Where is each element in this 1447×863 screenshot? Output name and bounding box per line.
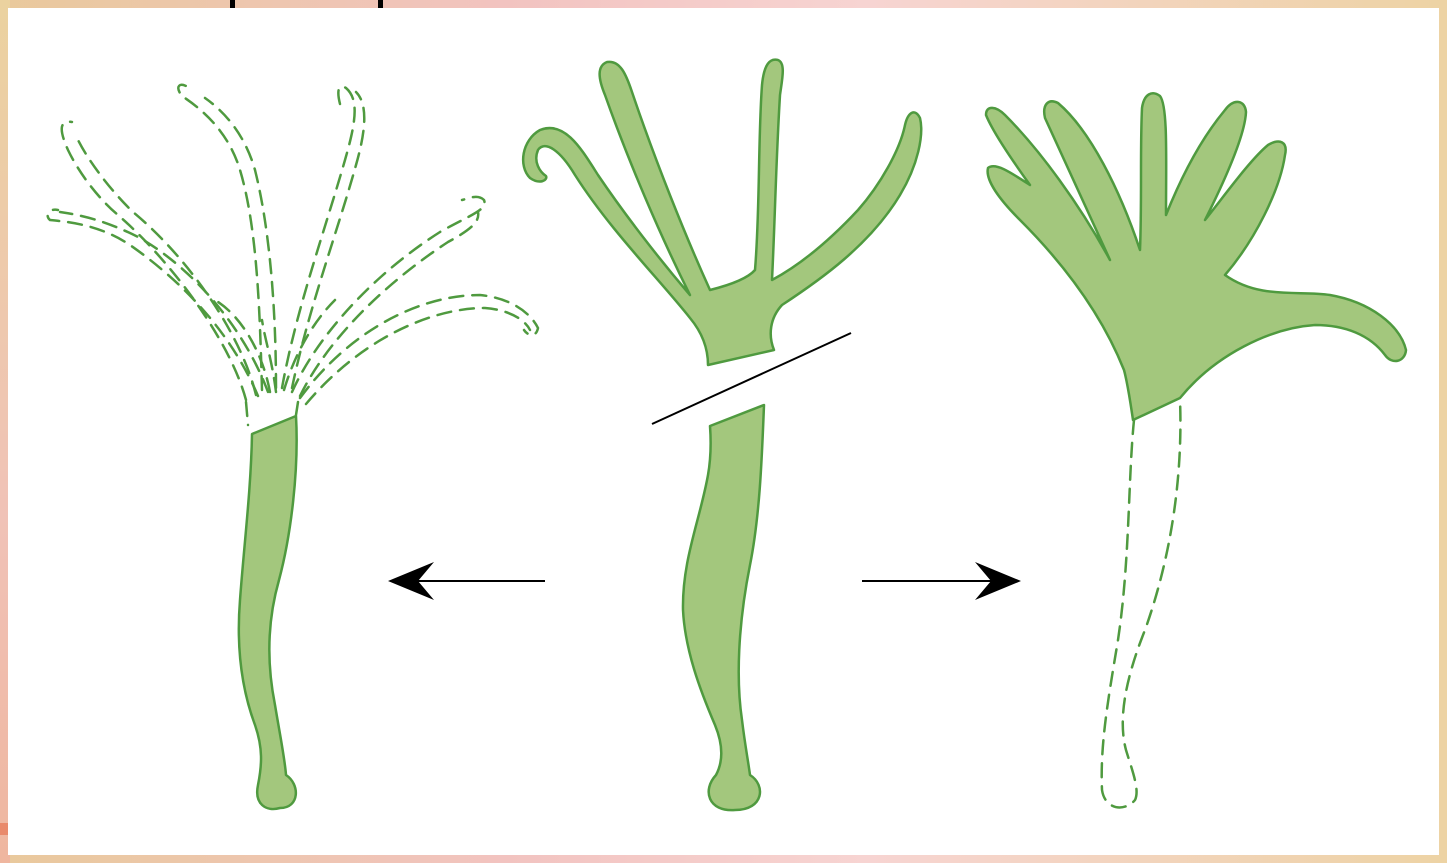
dashed-tentacles [48,85,538,425]
body-column [239,416,297,809]
tentacle-crown [986,93,1406,420]
regenerating-upper-half [986,93,1406,807]
arrow-right [862,562,1021,600]
dashed-body-column [1102,400,1181,807]
regenerating-lower-half [48,85,538,809]
intact-hydra-cut [523,60,921,810]
arrow-left [388,562,545,600]
dashed-tentacle-1 [62,122,256,400]
hydra-upper-part [523,60,921,365]
dashed-tentacle-3 [178,85,276,390]
hydra-lower-part [683,405,764,810]
dashed-tentacle-6 [300,295,538,404]
